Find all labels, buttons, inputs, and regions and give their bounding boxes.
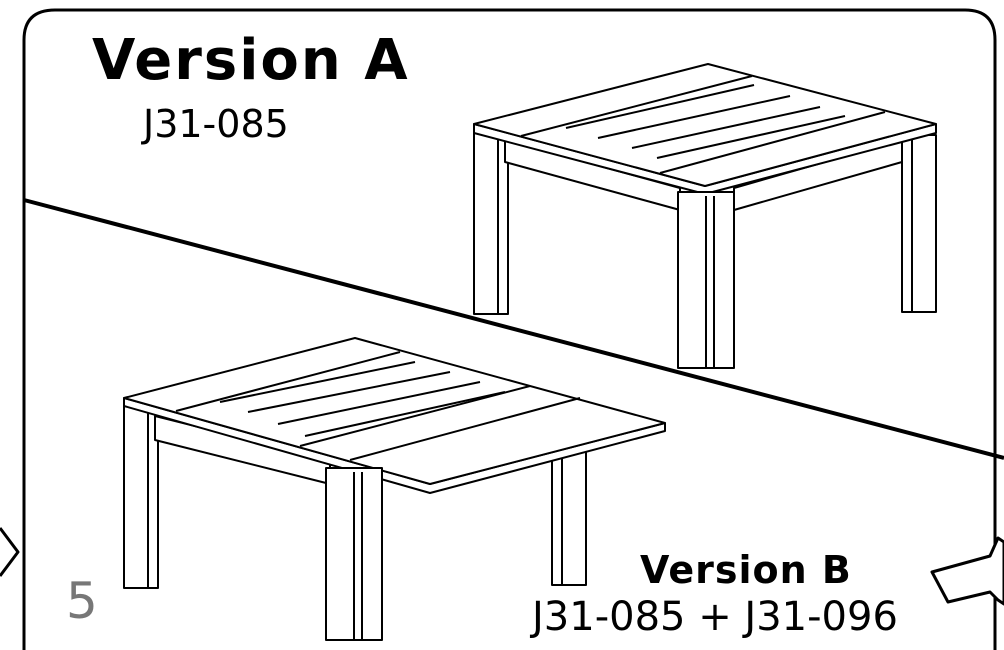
version-a-code: J31-085 <box>143 102 289 146</box>
table-version-b-illustration <box>123 337 666 641</box>
version-b-title: Version B <box>640 548 852 592</box>
next-page-arrow-icon[interactable] <box>930 536 1004 606</box>
table-version-a-illustration <box>473 63 937 369</box>
version-b-code: J31-085 + J31-096 <box>532 594 898 640</box>
version-divider-line <box>23 198 1004 460</box>
version-a-title: Version A <box>92 28 410 93</box>
panel-frame <box>22 8 997 650</box>
previous-page-arrow-icon[interactable] <box>0 527 20 577</box>
step-number: 5 <box>66 572 98 630</box>
